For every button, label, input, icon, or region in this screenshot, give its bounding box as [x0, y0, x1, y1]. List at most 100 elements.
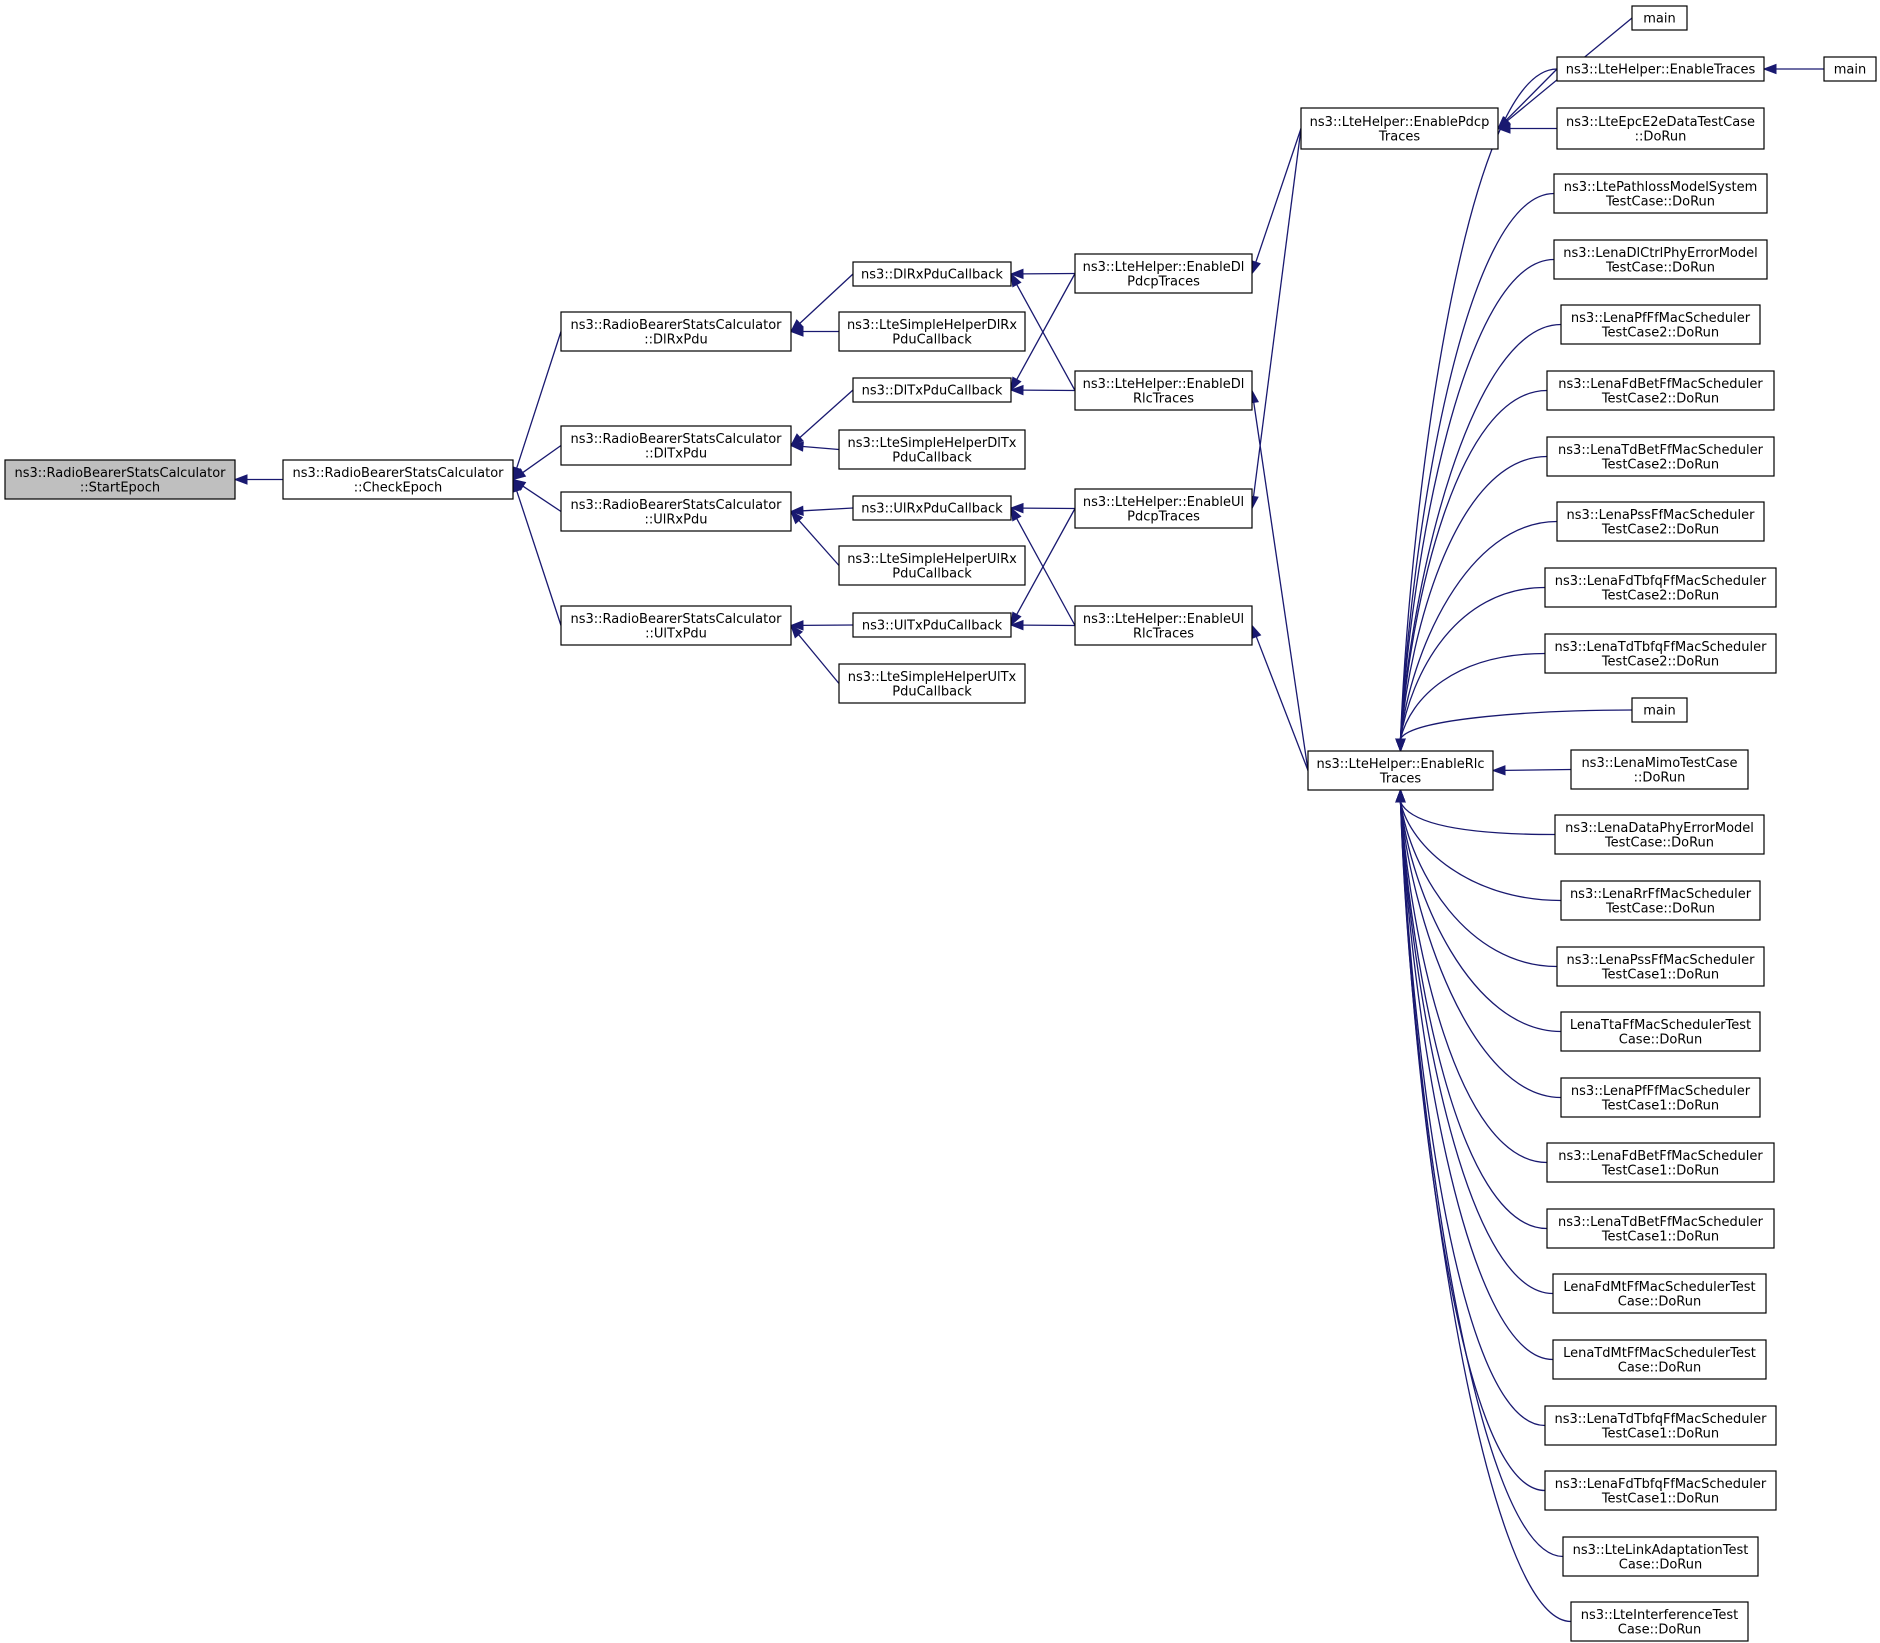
edge-tdmt-to-enrlc [1395, 788, 1554, 1361]
node-label: RlcTraces [1133, 626, 1194, 641]
node-epce2e[interactable]: ns3::LteEpcE2eDataTestCase::DoRun [1556, 107, 1765, 150]
edge-enulrlc-to-ultxcb [1009, 619, 1076, 631]
node-box [1544, 567, 1777, 608]
node-label: ns3::LenaFdBetFfMacScheduler [1558, 1149, 1763, 1164]
node-label: TestCase2::DoRun [1601, 391, 1719, 406]
node-label: TestCase::DoRun [1605, 901, 1715, 916]
node-pss1[interactable]: ns3::LenaPssFfMacSchedulerTestCase1::DoR… [1556, 946, 1765, 987]
edge-line [1399, 801, 1546, 1492]
edge-endlpdcp-to-dltxcb [1010, 273, 1076, 392]
node-pathloss[interactable]: ns3::LtePathlossModelSystemTestCase::DoR… [1553, 173, 1768, 214]
node-tdtbfq1[interactable]: ns3::LenaTdTbfqFfMacSchedulerTestCase1::… [1544, 1405, 1777, 1446]
node-pss2[interactable]: ns3::LenaPssFfMacSchedulerTestCase2::DoR… [1556, 501, 1765, 542]
node-label: Case::DoRun [1618, 1360, 1701, 1375]
edge-arrowhead [1010, 506, 1022, 522]
node-fdtbfq1[interactable]: ns3::LenaFdTbfqFfMacSchedulerTestCase1::… [1544, 1470, 1777, 1511]
node-ulrx[interactable]: ns3::RadioBearerStatsCalculator::UlRxPdu [560, 491, 792, 532]
edge-line [799, 389, 854, 438]
edge-line [1399, 801, 1554, 1295]
node-label: ns3::LteEpcE2eDataTestCase [1566, 115, 1755, 130]
node-label: LenaFdMtFfMacSchedulerTest [1563, 1280, 1755, 1295]
node-dataphy[interactable]: ns3::LenaDataPhyErrorModelTestCase::DoRu… [1554, 814, 1765, 855]
edge-line [1399, 68, 1558, 740]
node-label: Case::DoRun [1619, 1557, 1702, 1572]
node-box [838, 311, 1026, 352]
node-tdtbfq2[interactable]: ns3::LenaTdTbfqFfMacSchedulerTestCase2::… [1544, 633, 1777, 674]
node-label: TestCase1::DoRun [1601, 1491, 1719, 1506]
node-pf1[interactable]: ns3::LenaPfFfMacSchedulerTestCase1::DoRu… [1560, 1077, 1761, 1118]
node-box [1553, 173, 1768, 214]
edge-line [1399, 586, 1546, 740]
edge-enrlc-to-endlrlc [1248, 389, 1309, 771]
node-box [1307, 750, 1494, 791]
edge-line [1399, 258, 1555, 740]
edge-enulpdcp-to-ulrxcb [1009, 502, 1076, 514]
node-check[interactable]: ns3::RadioBearerStatsCalculator::CheckEp… [282, 459, 514, 500]
node-fdbet1[interactable]: ns3::LenaFdBetFfMacSchedulerTestCase1::D… [1546, 1142, 1775, 1183]
node-ultx[interactable]: ns3::RadioBearerStatsCalculator::UlTxPdu [560, 605, 792, 646]
node-tdbet1[interactable]: ns3::LenaTdBetFfMacSchedulerTestCase1::D… [1546, 1208, 1775, 1249]
edge-dataphy-to-enrlc [1395, 788, 1556, 836]
edge-mimo-to-enrlc [1491, 765, 1572, 776]
edge-enpdcp-to-endlpdcp [1251, 128, 1302, 275]
node-main1[interactable]: main [1631, 5, 1688, 31]
node-main3[interactable]: main [1631, 697, 1688, 723]
edge-pss1-to-enrlc [1395, 788, 1558, 968]
edge-simpleulrx-to-ulrx [790, 510, 840, 566]
edge-enrlc-to-enulrlc [1251, 624, 1309, 771]
node-dlrx[interactable]: ns3::RadioBearerStatsCalculator::DlRxPdu [560, 311, 792, 352]
edge-endlrlc-to-dltxcb [1009, 384, 1076, 396]
node-main2[interactable]: main [1823, 56, 1877, 82]
node-tdbet2[interactable]: ns3::LenaTdBetFfMacSchedulerTestCase2::D… [1546, 436, 1775, 477]
node-box [1546, 1142, 1775, 1183]
node-dltxcb[interactable]: ns3::DlTxPduCallback [852, 377, 1012, 403]
node-box [1560, 304, 1761, 345]
edge-rr-to-enrlc [1395, 788, 1562, 902]
node-label: PduCallback [892, 332, 972, 347]
node-pf2[interactable]: ns3::LenaPfFfMacSchedulerTestCase2::DoRu… [1560, 304, 1761, 345]
node-dltx[interactable]: ns3::RadioBearerStatsCalculator::DlTxPdu [560, 425, 792, 466]
node-label: ns3::LenaPssFfMacScheduler [1567, 953, 1756, 968]
edge-line [1399, 801, 1546, 1427]
edge-simpleultx-to-ultx [790, 624, 840, 684]
edge-arrowhead [789, 433, 804, 447]
node-ulrxcb[interactable]: ns3::UlRxPduCallback [852, 495, 1012, 521]
node-dlctrl[interactable]: ns3::LenaDlCtrlPhyErrorModelTestCase::Do… [1553, 239, 1768, 280]
node-fdbet2[interactable]: ns3::LenaFdBetFfMacSchedulerTestCase2::D… [1546, 370, 1775, 411]
edge-line [1399, 323, 1562, 740]
node-label: ns3::LenaFdTbfqFfMacScheduler [1555, 1477, 1767, 1492]
node-label: ::CheckEpoch [354, 480, 443, 495]
node-mimo[interactable]: ns3::LenaMimoTestCase::DoRun [1570, 749, 1749, 790]
edge-arrowhead [233, 474, 248, 485]
node-box [560, 425, 792, 466]
node-box [852, 261, 1012, 287]
node-box [852, 495, 1012, 521]
node-fdtbfq2[interactable]: ns3::LenaFdTbfqFfMacSchedulerTestCase2::… [1544, 567, 1777, 608]
edge-line [516, 490, 562, 626]
node-box [1556, 501, 1765, 542]
node-ultxcb[interactable]: ns3::UlTxPduCallback [852, 612, 1012, 638]
node-entraces[interactable]: ns3::LteHelper::EnableTraces [1556, 56, 1765, 82]
node-box [1544, 1405, 1777, 1446]
node-box [1631, 5, 1688, 31]
edge-line [1399, 389, 1548, 740]
node-box [838, 429, 1026, 470]
node-dlrxcb[interactable]: ns3::DlRxPduCallback [852, 261, 1012, 287]
edge-line [1399, 801, 1558, 968]
